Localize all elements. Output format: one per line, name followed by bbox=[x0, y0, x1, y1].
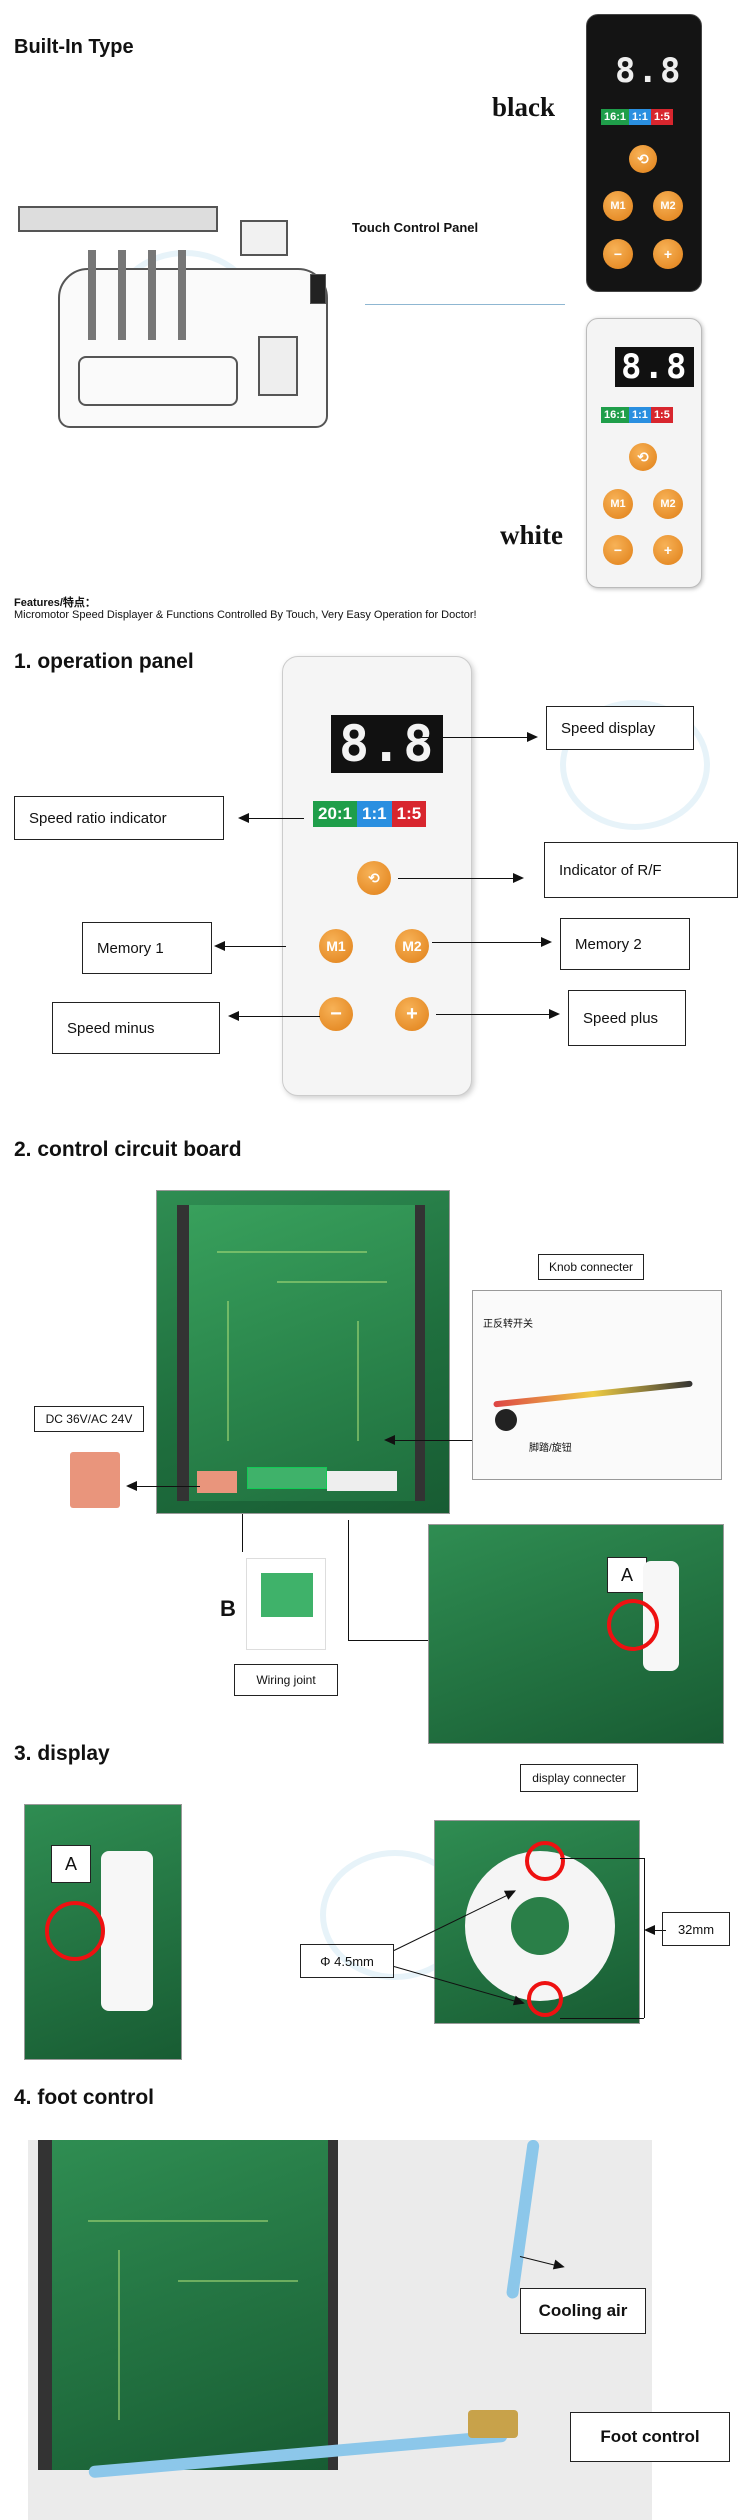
touch-panel-label: Touch Control Panel bbox=[352, 220, 479, 235]
diameter-label: Φ 4.5mm bbox=[300, 1944, 394, 1978]
memory2-label: Memory 2 bbox=[560, 918, 690, 970]
highlight-circle bbox=[525, 1841, 565, 1881]
section-heading: 3. display bbox=[14, 1742, 110, 1765]
dental-unit-illustration bbox=[18, 206, 373, 436]
ratio-1-1: 1:1 bbox=[629, 407, 651, 423]
ratio-1-5: 1:5 bbox=[391, 801, 427, 827]
speed-display-label: Speed display bbox=[546, 706, 694, 750]
knob-label: Knob connecter bbox=[538, 1254, 644, 1280]
section-heading: 2. control circuit board bbox=[14, 1138, 242, 1161]
arrow-left bbox=[384, 1435, 472, 1445]
foot-control-photo bbox=[28, 2140, 652, 2520]
minus-button: − bbox=[603, 239, 633, 269]
arrow-right bbox=[398, 873, 524, 883]
ratio-1-5: 1:5 bbox=[650, 109, 673, 125]
cooling-air-label: Cooling air bbox=[520, 2288, 646, 2334]
knob-connector-photo: 正反转开关 脚踏/旋钮 bbox=[472, 1290, 722, 1480]
rf-button: ⟲ bbox=[629, 443, 657, 471]
panel-speed-display: 8.8 bbox=[615, 347, 695, 387]
section-heading: 4. foot control bbox=[14, 2086, 154, 2109]
arrow-right bbox=[436, 1009, 560, 1019]
memory1-label: Memory 1 bbox=[82, 922, 212, 974]
b-label: B bbox=[220, 1596, 236, 1621]
section-heading: 1. operation panel bbox=[14, 650, 194, 673]
m2-button: M2 bbox=[653, 489, 683, 519]
m1-button: M1 bbox=[603, 489, 633, 519]
dimension-tick bbox=[560, 2018, 644, 2019]
connector-line bbox=[365, 304, 565, 305]
m2-button: M2 bbox=[653, 191, 683, 221]
rf-indicator-label: Indicator of R/F bbox=[544, 842, 738, 898]
highlight-circle bbox=[527, 1981, 563, 2017]
power-label: DC 36V/AC 24V bbox=[34, 1406, 144, 1432]
height-label: 32mm bbox=[662, 1912, 730, 1946]
ratio-1-1: 1:1 bbox=[357, 801, 392, 827]
dimension-line bbox=[644, 1858, 645, 2018]
a-label: A bbox=[51, 1845, 91, 1883]
arrow-left bbox=[644, 1925, 666, 1935]
arrow-left bbox=[238, 813, 304, 823]
knob-install-photo: A bbox=[428, 1524, 724, 1744]
ratio-1-1: 1:1 bbox=[629, 109, 651, 125]
speed-display-digits: 8.8 bbox=[331, 715, 444, 773]
speed-ratio-label: Speed ratio indicator bbox=[14, 796, 224, 840]
panel-speed-display: 8.8 bbox=[615, 51, 683, 91]
arrow-left bbox=[214, 941, 286, 951]
plus-button: + bbox=[395, 997, 429, 1031]
ratio-16-1: 16:1 bbox=[601, 109, 630, 125]
page-title: Built-In Type bbox=[14, 36, 134, 58]
control-board-photo bbox=[156, 1190, 450, 1514]
black-label: black bbox=[492, 92, 556, 122]
connector-line bbox=[348, 1520, 349, 1640]
rf-button: ⟲ bbox=[357, 861, 391, 895]
ratio-1-5: 1:5 bbox=[650, 407, 673, 423]
highlight-circle bbox=[607, 1599, 659, 1651]
arrow-left bbox=[126, 1481, 200, 1491]
wiring-joint-label: Wiring joint bbox=[234, 1664, 338, 1696]
m2-button: M2 bbox=[395, 929, 429, 963]
ratio-16-1: 16:1 bbox=[601, 407, 630, 423]
watermark-logo bbox=[560, 700, 710, 830]
display-connector-label: display connecter bbox=[520, 1764, 638, 1792]
a-label: A bbox=[607, 1557, 647, 1593]
highlight-circle bbox=[45, 1901, 105, 1961]
arrow-right bbox=[432, 937, 552, 947]
plus-button: + bbox=[653, 535, 683, 565]
display-connector-photo bbox=[434, 1820, 640, 2024]
connector-line bbox=[242, 1514, 243, 1552]
plus-button: + bbox=[653, 239, 683, 269]
foot-control-label: Foot control bbox=[570, 2412, 730, 2462]
speed-plus-label: Speed plus bbox=[568, 990, 686, 1046]
m1-button: M1 bbox=[603, 191, 633, 221]
features-label: Features/特点： bbox=[14, 597, 96, 609]
speed-minus-label: Speed minus bbox=[52, 1002, 220, 1054]
m1-button: M1 bbox=[319, 929, 353, 963]
features-text: Micromotor Speed Displayer & Functions C… bbox=[14, 609, 477, 621]
wiring-joint-photo bbox=[246, 1558, 326, 1650]
arrow-right bbox=[420, 732, 538, 742]
arrow-left bbox=[228, 1011, 320, 1021]
knob-note: 脚踏/旋钮 bbox=[529, 1443, 572, 1454]
rf-button: ⟲ bbox=[629, 145, 657, 173]
ratio-20-1: 20:1 bbox=[313, 801, 358, 827]
display-install-photo: A bbox=[24, 1804, 182, 2060]
white-label: white bbox=[500, 520, 563, 550]
knob-note: 正反转开关 bbox=[483, 1319, 533, 1330]
power-connector bbox=[70, 1452, 120, 1508]
dimension-tick bbox=[560, 1858, 644, 1859]
minus-button: − bbox=[319, 997, 353, 1031]
minus-button: − bbox=[603, 535, 633, 565]
